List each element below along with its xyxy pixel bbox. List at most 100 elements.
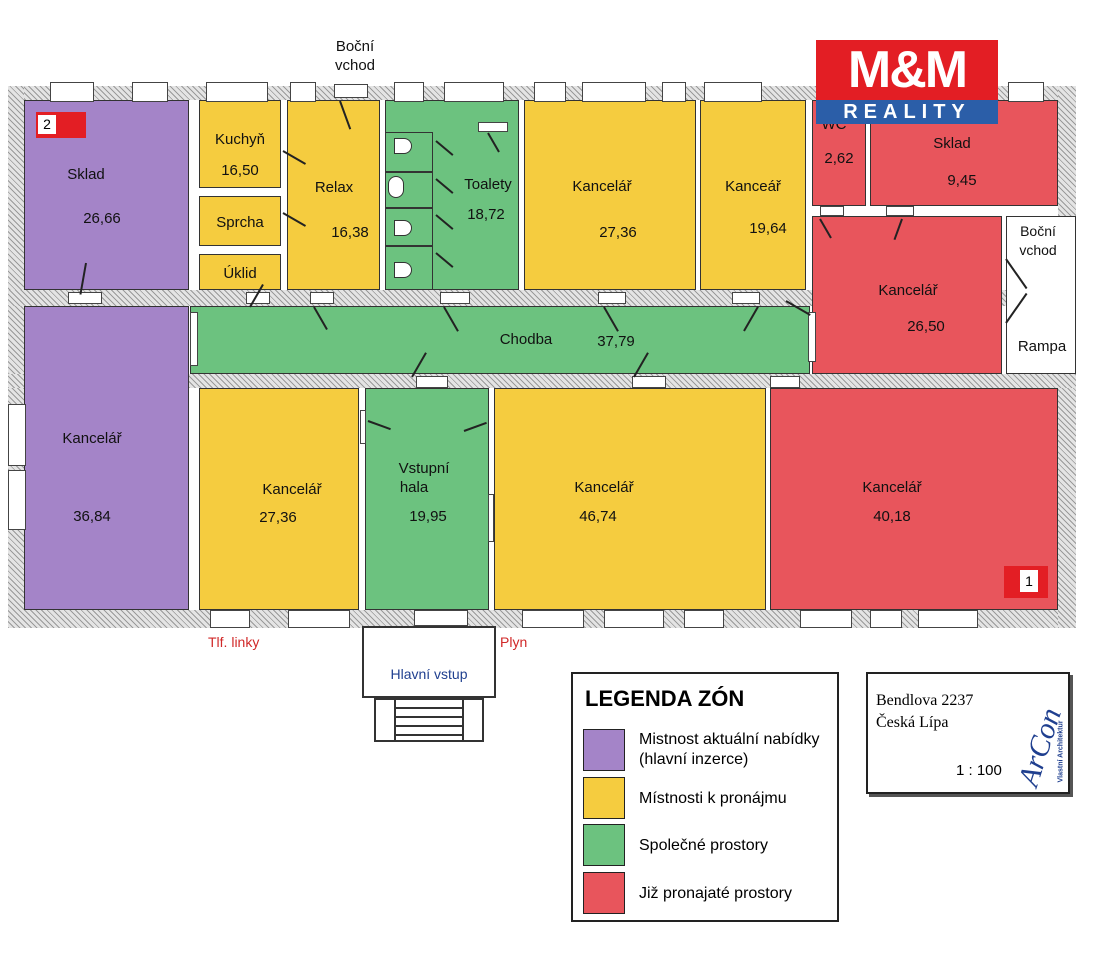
window	[604, 610, 664, 628]
area-sklad-right: 9,45	[947, 172, 977, 189]
window	[662, 82, 686, 102]
label-kuchyn: Kuchyň	[214, 131, 266, 148]
legend-text-3: Společné prostory	[639, 837, 768, 854]
area-kancelar-bot1: 27,36	[259, 509, 297, 526]
door-opening	[360, 410, 366, 444]
toilet-icon	[394, 220, 412, 236]
window	[394, 82, 424, 102]
label-tlf-linky: Tlf. linky	[208, 634, 260, 650]
window	[132, 82, 168, 102]
label-relax: Relax	[314, 179, 354, 196]
label-rampa: Rampa	[1017, 338, 1067, 355]
inner-wall-lower	[8, 374, 1076, 388]
toilet-icon	[394, 262, 412, 278]
room-chodba	[190, 306, 810, 374]
window	[1008, 82, 1044, 102]
area-kancelar-top2: 19,64	[749, 220, 787, 237]
area-kancelar-top1: 27,36	[599, 224, 637, 241]
badge-1: 1	[1004, 566, 1048, 598]
door-opening	[190, 312, 198, 366]
room-kancelar-right	[812, 216, 1002, 374]
label-kancelar-left: Kancelář	[62, 430, 122, 447]
label-vstupni-hala-1: Vstupní	[398, 460, 450, 477]
window	[50, 82, 94, 102]
rampa-area	[1006, 216, 1076, 374]
window	[8, 470, 26, 530]
area-vstupni-hala: 19,95	[409, 508, 447, 525]
label-kancelar-top2: Kanceář	[725, 178, 781, 195]
label-chodba: Chodba	[499, 331, 553, 348]
door-opening	[68, 292, 102, 304]
window	[684, 610, 724, 628]
area-kancelar-left: 36,84	[73, 508, 111, 525]
label-bocni-vchod-right-2: vchod	[1019, 242, 1057, 258]
window	[210, 610, 250, 628]
door-opening	[416, 376, 448, 388]
window	[8, 404, 26, 466]
legend-text-2: Místnosti k pronájmu	[639, 790, 787, 807]
room-kancelar-bot1	[199, 388, 359, 610]
stamp-scale: 1 : 100	[956, 762, 1002, 779]
legend: LEGENDA ZÓN Mistnost aktuální nabídky (h…	[571, 672, 839, 922]
legend-swatch-yellow	[583, 777, 625, 819]
legend-text-4: Již pronajaté prostory	[639, 885, 792, 902]
area-kuchyn: 16,50	[221, 162, 259, 179]
label-sklad-left: Sklad	[67, 166, 105, 183]
mm-reality-logo: M&M REALITY	[816, 40, 998, 126]
inner-wall-upper	[8, 290, 1076, 306]
entrance-stairs	[374, 698, 484, 742]
label-sklad-right: Sklad	[933, 135, 971, 152]
window	[870, 610, 902, 628]
logo-sub: REALITY	[816, 100, 998, 124]
label-plyn: Plyn	[500, 634, 528, 650]
legend-title: LEGENDA ZÓN	[585, 686, 745, 711]
window	[414, 610, 468, 626]
stamp-brand-sub: Vlastní Architektur	[1057, 720, 1065, 783]
window	[534, 82, 566, 102]
door-opening	[732, 292, 760, 304]
room-sprcha	[199, 196, 281, 246]
legend-text-1b: (hlavní inzerce)	[639, 751, 749, 768]
window	[444, 82, 504, 102]
badge-2: 2	[36, 112, 86, 138]
room-vstupni-hala	[365, 388, 489, 610]
stamp-address-1: Bendlova 2237	[876, 692, 974, 709]
architect-stamp: Bendlova 2237 Česká Lípa 1 : 100 ArCon V…	[866, 672, 1070, 794]
stamp-brand: ArCon	[1011, 703, 1068, 791]
window	[288, 610, 350, 628]
door-opening	[632, 376, 666, 388]
badge-1-number: 1	[1020, 570, 1038, 592]
badge-2-number: 2	[38, 115, 56, 134]
stamp-brand-logo: ArCon Vlastní Architektur	[1012, 678, 1068, 790]
door-opening	[440, 292, 470, 304]
window	[206, 82, 268, 102]
label-bocni-vchod-top-1: Boční	[335, 38, 375, 55]
legend-text-1a: Mistnost aktuální nabídky	[639, 731, 820, 748]
toilet-icon	[394, 138, 412, 154]
room-kancelar-bot2	[494, 388, 766, 610]
label-bocni-vchod-top-2: vchod	[334, 57, 376, 74]
window	[290, 82, 316, 102]
area-wc: 2,62	[824, 150, 854, 167]
label-kancelar-bot1: Kancelář	[262, 481, 322, 498]
room-kuchyn	[199, 100, 281, 188]
label-kancelar-top1: Kancelář	[572, 178, 632, 195]
label-uklid: Úklid	[223, 265, 257, 282]
door-opening	[598, 292, 626, 304]
area-toalety: 18,72	[467, 206, 505, 223]
label-kancelar-right: Kancelář	[878, 282, 938, 299]
door-opening	[808, 312, 816, 362]
window	[704, 82, 762, 102]
window	[522, 610, 584, 628]
window	[582, 82, 646, 102]
room-kancelar-left	[24, 306, 189, 610]
area-kancelar-bot2: 46,74	[579, 508, 617, 525]
label-kancelar-bot2: Kancelář	[574, 479, 634, 496]
label-sprcha: Sprcha	[216, 214, 264, 231]
logo-brand: M&M	[816, 40, 998, 100]
label-toalety: Toalety	[464, 176, 512, 193]
window	[800, 610, 852, 628]
toilet-icon	[388, 176, 404, 198]
room-kancelar-top1	[524, 100, 696, 290]
stamp-address-2: Česká Lípa	[876, 714, 949, 731]
